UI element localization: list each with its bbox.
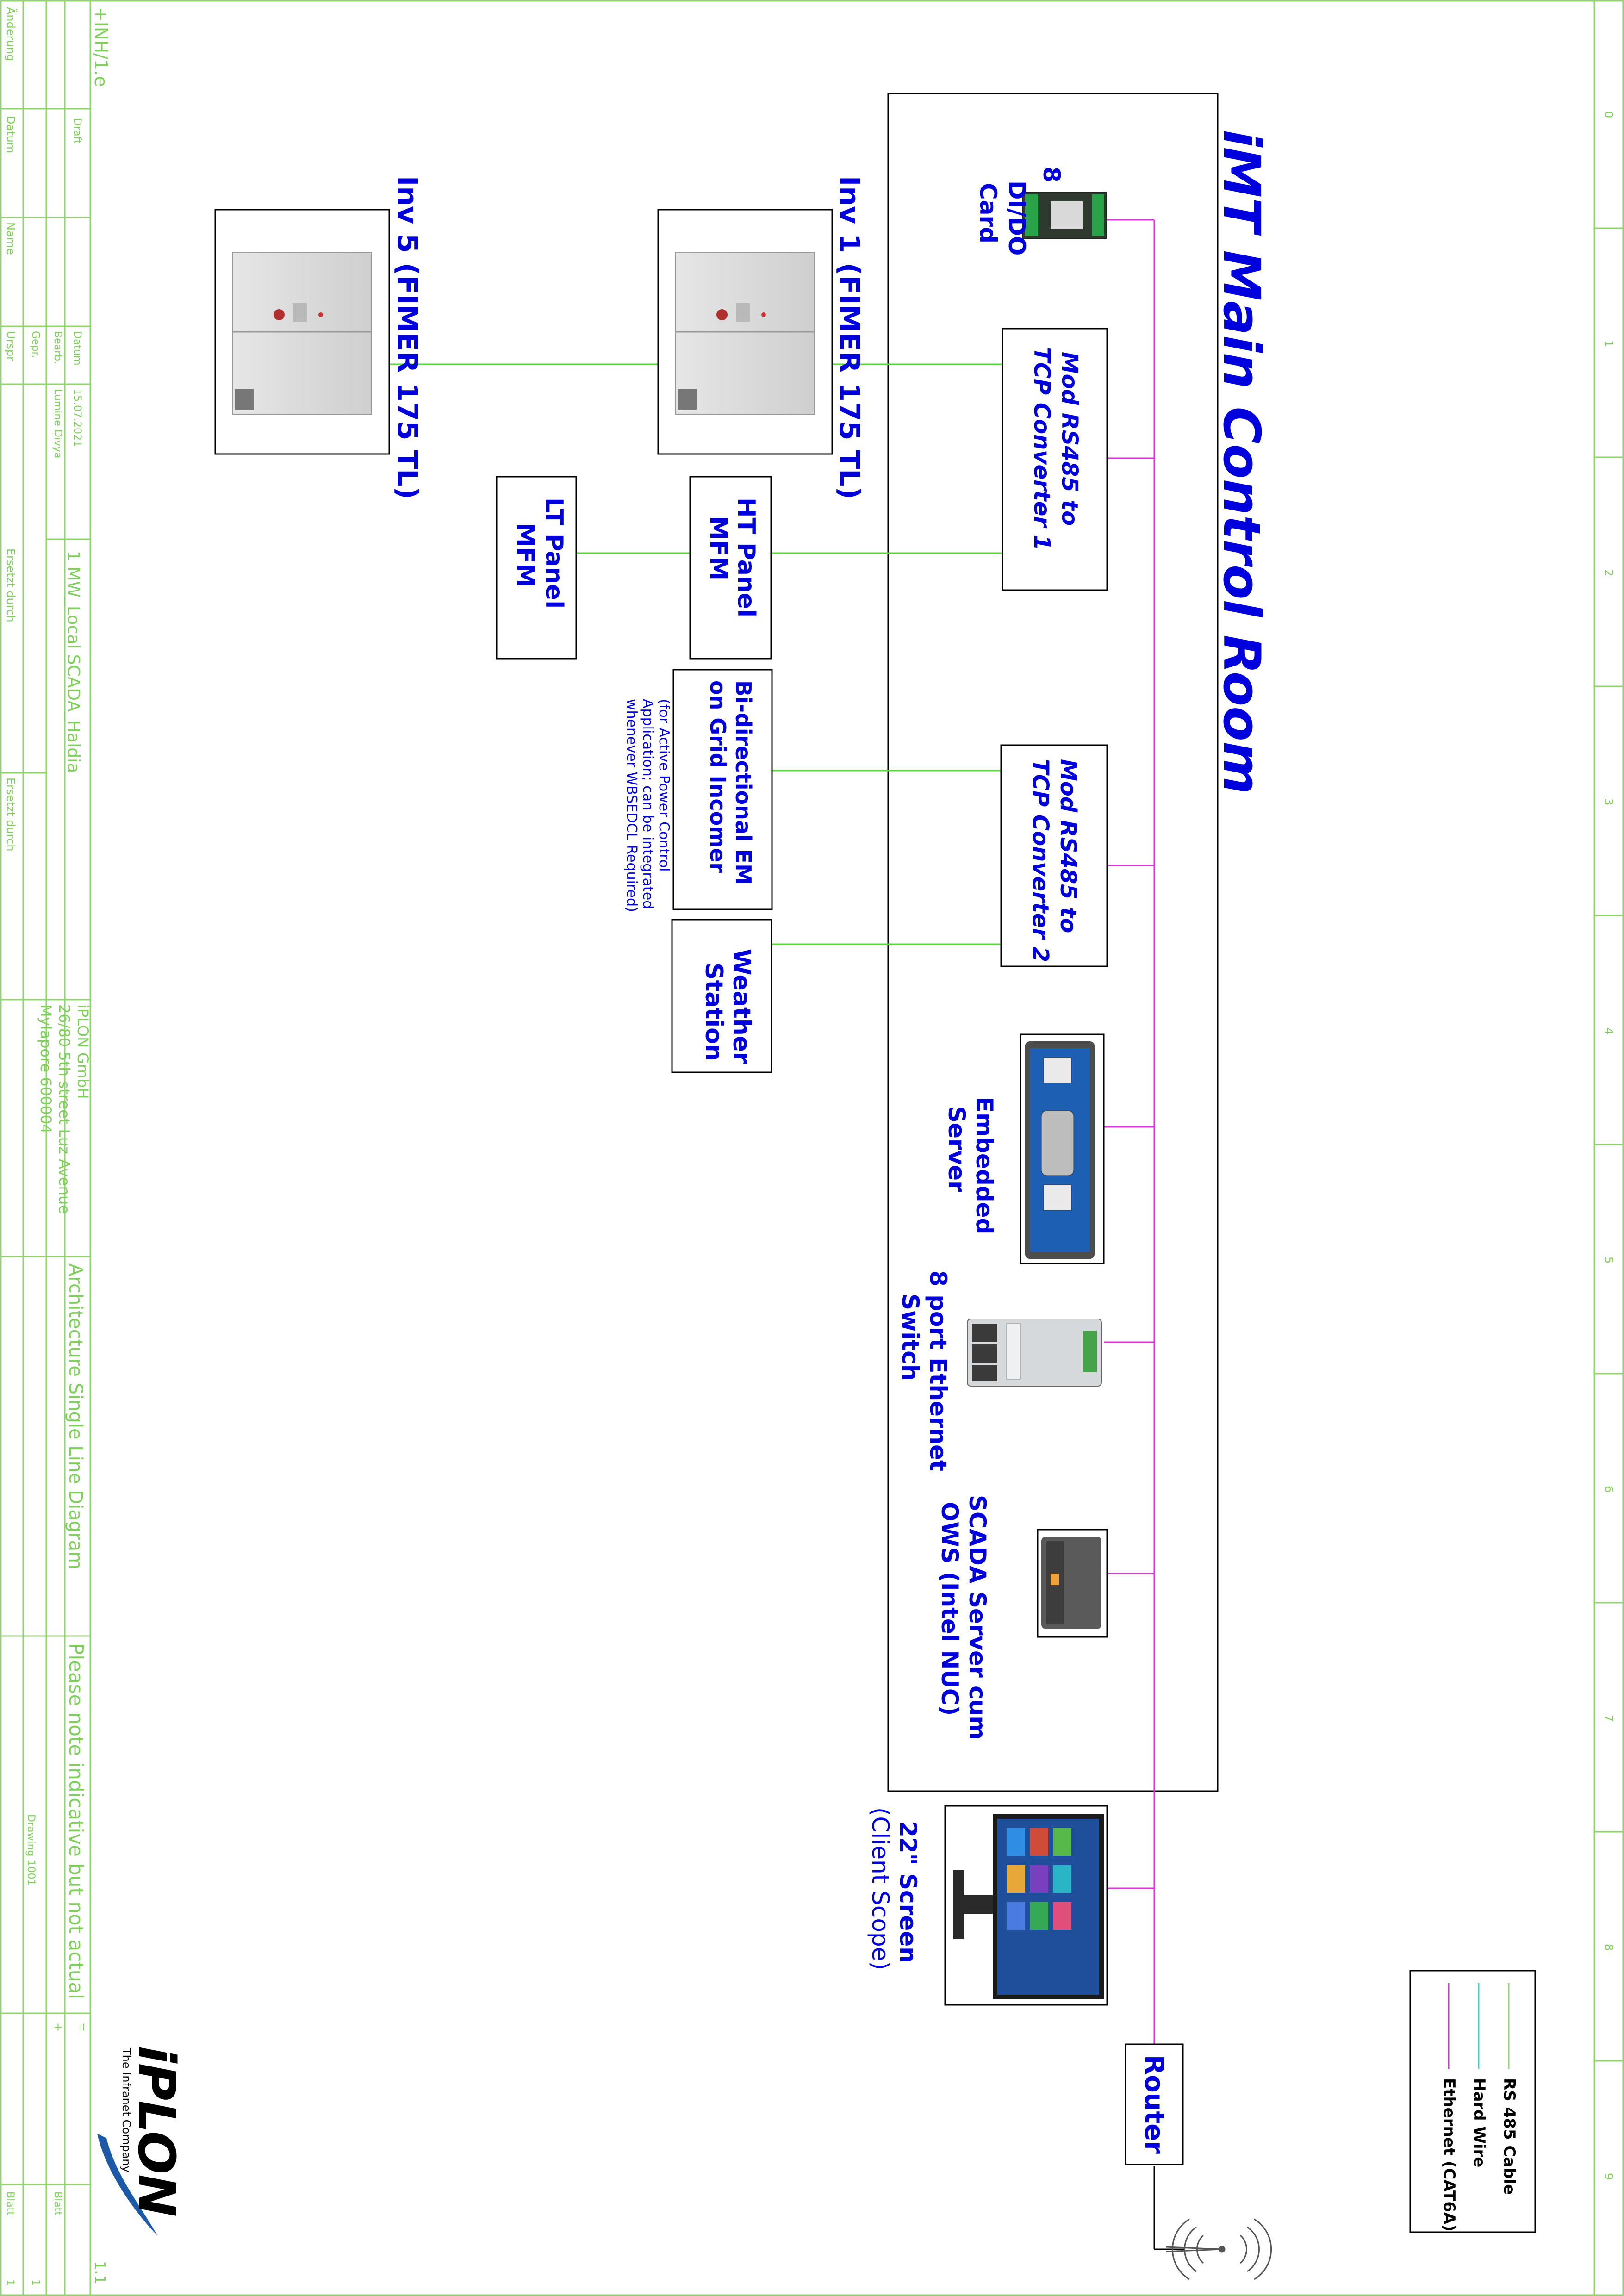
scada-nuc-icon bbox=[1041, 1537, 1101, 1629]
bidir-em-note-line1: (for Active Power Control bbox=[656, 699, 672, 872]
tb-company-addr1: 26/80 5th street Luz Avenue bbox=[56, 1004, 73, 1214]
tb-datum-value: 15.07.2021 bbox=[71, 389, 83, 447]
embedded-server-label-line2: Server bbox=[943, 1106, 970, 1192]
tb-datum-label: Datum bbox=[71, 331, 83, 365]
tb-draft: Draft bbox=[71, 118, 83, 144]
tb-sheet: 1.1 bbox=[91, 2261, 109, 2284]
converter2-label-line1: Mod RS485 to bbox=[1055, 759, 1081, 933]
tb-note: Please note indicative but not actual bbox=[65, 1643, 87, 1999]
legend-box bbox=[1409, 1970, 1536, 2233]
converter1-box bbox=[1002, 328, 1108, 591]
scada-server-label-line1: SCADA Server cum bbox=[964, 1495, 991, 1740]
col-number-0: 0 bbox=[1602, 111, 1615, 118]
bidir-em-box bbox=[672, 669, 773, 910]
ht-panel-label-line2: MFM bbox=[704, 516, 732, 580]
tb-gepr-label: Gepr. bbox=[30, 331, 41, 358]
converter1-label-line1: Mod RS485 to bbox=[1057, 352, 1083, 526]
ethernet-switch-label-line2: Switch bbox=[897, 1294, 924, 1381]
tb-company-name: iPLON GmbH bbox=[74, 1004, 92, 1099]
weather-station-box bbox=[671, 919, 772, 1073]
col-number-6: 6 bbox=[1602, 1486, 1615, 1493]
legend-ethernet-label: Ethernet (CAT6A) bbox=[1440, 2078, 1458, 2232]
ht-panel-box bbox=[689, 476, 772, 660]
dido-card-label-line3: Card bbox=[975, 183, 1002, 243]
tb-project: 1 MW_Local SCADA_Haldia bbox=[64, 551, 83, 773]
inv5-label: Inv 5 (FIMER 175 TL) bbox=[391, 176, 423, 499]
wifi-antenna-icon bbox=[1166, 2218, 1272, 2280]
ethernet-switch-icon bbox=[967, 1319, 1102, 1387]
tb-row-aenderung: Änderung bbox=[4, 7, 18, 61]
bidir-em-note-line2: Application; can be integrated bbox=[640, 699, 656, 909]
ethernet-bus bbox=[1103, 219, 1155, 2046]
dido-card-icon bbox=[1022, 192, 1107, 239]
tb-blatt2: Blatt bbox=[4, 2191, 16, 2215]
screen-label-note: (Client Scope) bbox=[867, 1807, 894, 1970]
col-number-5: 5 bbox=[1602, 1257, 1615, 1263]
tb-one1: 1 bbox=[30, 2279, 41, 2286]
tb-eq: = bbox=[76, 2022, 89, 2032]
embedded-server-icon bbox=[1025, 1041, 1095, 1259]
converter2-box bbox=[1000, 744, 1108, 967]
legend-rs485-label: RS 485 Cable bbox=[1500, 2078, 1518, 2195]
tb-blatt1: Blatt bbox=[52, 2191, 63, 2215]
router-link bbox=[1153, 2166, 1185, 2250]
col-number-7: 7 bbox=[1602, 1715, 1615, 1722]
tb-company-addr2: Mylapore 600004 bbox=[37, 1004, 55, 1133]
tb-top-ref: +INH/1.e bbox=[91, 7, 111, 87]
iplon-tagline: The Infranet Company bbox=[120, 2047, 133, 2172]
tb-row-name: Name bbox=[4, 222, 17, 255]
tb-bearb-value: Lumine Divya bbox=[52, 389, 63, 458]
embedded-server-label-line1: Embedded bbox=[971, 1097, 998, 1234]
tb-row-ersetzt1: Ersetzt durch bbox=[4, 548, 17, 622]
converter2-label-line2: TCP Converter 2 bbox=[1027, 759, 1053, 962]
col-number-9: 9 bbox=[1602, 2173, 1615, 2180]
iplon-logo-swoosh-icon bbox=[97, 2134, 157, 2235]
col-number-2: 2 bbox=[1602, 569, 1615, 576]
lt-panel-label-line1: LT Panel bbox=[540, 498, 568, 609]
diagram-title: iMT Main Control Room bbox=[1212, 130, 1271, 795]
router-box bbox=[1125, 2043, 1184, 2165]
weather-station-label-line2: Station bbox=[700, 963, 728, 1061]
control-room-box bbox=[887, 93, 1219, 1792]
bidir-em-label-line2: on Grid Incomer bbox=[705, 680, 730, 873]
ethernet-switch-label-line1: 8 port Ethernet bbox=[925, 1270, 952, 1471]
lt-panel-label-line2: MFM bbox=[511, 523, 539, 587]
inverter1-icon bbox=[675, 252, 815, 415]
dido-card-label-line1: 8 bbox=[1038, 167, 1065, 183]
ht-panel-label-line1: HT Panel bbox=[732, 498, 760, 617]
inv1-label: Inv 1 (FIMER 175 TL) bbox=[833, 176, 865, 499]
col-number-8: 8 bbox=[1602, 1944, 1615, 1951]
tb-row-datum: Datum bbox=[4, 116, 17, 153]
tb-row-ersetzt2: Ersetzt durch bbox=[4, 778, 17, 852]
converter1-label-line2: TCP Converter 1 bbox=[1029, 347, 1055, 550]
tb-row-urspr: Urspr bbox=[4, 331, 17, 361]
tb-one2: 1 bbox=[4, 2279, 16, 2286]
scada-server-label-line2: OWS (Intel NUC) bbox=[936, 1502, 963, 1716]
tb-drawing-no: Drawing 1001 bbox=[25, 1814, 37, 1885]
inverter5-icon bbox=[232, 252, 372, 415]
iplon-logo-text: iPLON bbox=[127, 2046, 186, 2217]
col-number-4: 4 bbox=[1602, 1027, 1615, 1034]
lt-panel-box bbox=[496, 476, 577, 660]
screen-icon bbox=[953, 1814, 1104, 1999]
tb-bearb-label: Bearb. bbox=[52, 331, 63, 364]
router-label: Router bbox=[1139, 2055, 1169, 2154]
bidir-em-label-line1: Bi-directional EM bbox=[731, 680, 756, 885]
screen-label-title: 22" Screen bbox=[895, 1821, 921, 1963]
tb-plus: + bbox=[52, 2022, 65, 2032]
col-number-3: 3 bbox=[1602, 798, 1615, 805]
tb-drawing-title: Architecture Single Line Diagram bbox=[65, 1263, 86, 1569]
col-number-1: 1 bbox=[1602, 340, 1615, 347]
dido-card-label-line2: DI/DO bbox=[1003, 180, 1030, 255]
bidir-em-note-line3: whenever WBSEDCL Required) bbox=[623, 699, 640, 912]
weather-station-label-line1: Weather bbox=[728, 949, 755, 1064]
legend-hardwire-label: Hard Wire bbox=[1470, 2078, 1488, 2167]
